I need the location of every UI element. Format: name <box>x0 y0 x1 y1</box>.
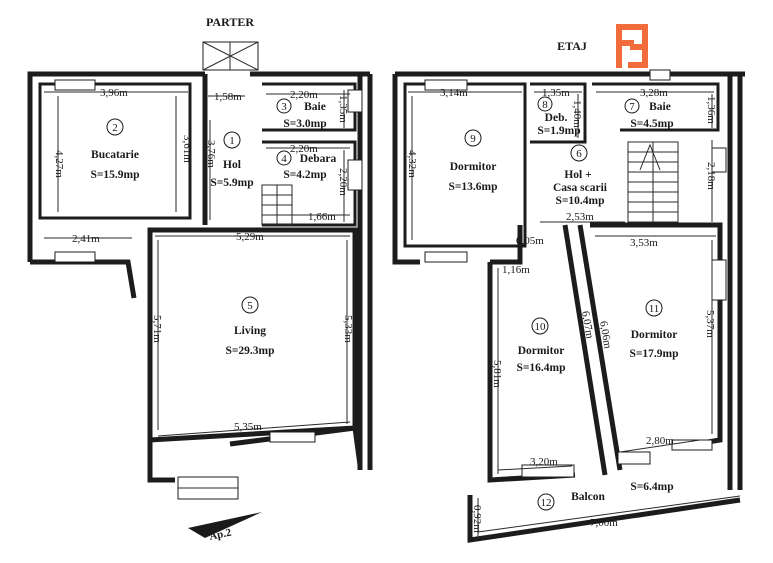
dim-bed11-height: 5,37m <box>704 310 716 338</box>
svg-text:7: 7 <box>629 101 635 113</box>
svg-text:Debara: Debara <box>300 153 337 165</box>
upper-stairs <box>627 141 679 223</box>
upper-floor-title: ETAJ <box>557 39 587 53</box>
dim-hall-width: 1,58m <box>214 91 242 103</box>
svg-text:S=16.4mp: S=16.4mp <box>516 362 565 374</box>
svg-text:9: 9 <box>470 133 476 145</box>
svg-text:Baie: Baie <box>304 101 326 113</box>
svg-text:1: 1 <box>229 135 235 147</box>
svg-text:8: 8 <box>542 99 548 111</box>
dim-storage-height: 2,20m <box>337 168 349 196</box>
upper-dimension-lines <box>408 91 741 538</box>
dim-bed11-bottom: 2,80m <box>646 435 674 447</box>
svg-text:6: 6 <box>576 148 582 160</box>
ground-windows <box>54 79 363 500</box>
dim-living-left: 5,71m <box>151 315 163 343</box>
svg-text:S=5.9mp: S=5.9mp <box>210 177 253 189</box>
svg-text:S=3.0mp: S=3.0mp <box>283 118 326 130</box>
ground-dimension-labels: 3,96m 4,27m 3,61m 2,41m 1,58m 3,76m 2,20… <box>53 87 354 433</box>
svg-text:Baie: Baie <box>649 101 671 113</box>
room-3-bath: 3 Baie S=3.0mp <box>276 98 327 130</box>
apartment-arrow: Ap.2 <box>188 512 262 543</box>
dim-balcony-height: 0,92m <box>471 505 483 533</box>
dim-balcony-width: 7,00m <box>590 517 618 529</box>
ground-stairs <box>261 184 293 226</box>
dim-deb-width: 1,35m <box>542 87 570 99</box>
upper-dimension-labels: 3,14m 4,32m 1,35m 1,40m 3,28m 1,36m 2,18… <box>406 87 717 533</box>
dim-hall-height: 3,76m <box>205 140 217 168</box>
dim-bed10-height: 5,81m <box>491 360 503 388</box>
svg-text:Dormitor: Dormitor <box>450 161 497 173</box>
dim-kitchen-height-outer: 4,27m <box>53 150 65 178</box>
room-9-bedroom: 9 Dormitor S=13.6mp <box>448 129 498 193</box>
dim-bed9-height: 4,32m <box>406 150 418 178</box>
svg-text:Hol +: Hol + <box>564 169 591 181</box>
svg-text:Balcon: Balcon <box>571 491 605 503</box>
room-4-storage: 4 Debara S=4.2mp <box>276 150 337 181</box>
company-logo <box>614 22 650 70</box>
room-8-storage: 8 Deb. S=1.9mp <box>537 96 581 137</box>
room-1-hall: 1 Hol S=5.9mp <box>210 131 254 189</box>
dim-gap: 0,05m <box>516 235 544 247</box>
dim-deb-height: 1,40m <box>571 100 583 128</box>
dim-hall6-width: 2,53m <box>566 211 594 223</box>
svg-text:Bucatarie: Bucatarie <box>91 149 139 161</box>
ground-dimension-lines <box>44 90 351 437</box>
dim-bed9-width: 3,14m <box>440 87 468 99</box>
entrance-steps <box>202 41 259 71</box>
dim-bed11-width: 3,53m <box>630 237 658 249</box>
room-10-bedroom: 10 Dormitor S=16.4mp <box>516 317 566 374</box>
ground-floor-walls <box>27 71 373 483</box>
room-2-kitchen: 2 Bucatarie S=15.9mp <box>90 118 140 181</box>
room-11-bedroom: 11 Dormitor S=17.9mp <box>629 299 679 360</box>
svg-text:S=15.9mp: S=15.9mp <box>90 169 139 181</box>
dim-kitchen-width: 3,96m <box>100 87 128 99</box>
dim-storage-width: 2,20m <box>290 143 318 155</box>
svg-text:S=4.5mp: S=4.5mp <box>630 118 673 130</box>
dim-bed10-top: 1,16m <box>502 264 530 276</box>
dim-bed10-bottom: 3,20m <box>530 456 558 468</box>
dim-bath-height: 1,35m <box>337 95 349 123</box>
svg-text:Deb.: Deb. <box>545 112 568 124</box>
room-5-living: 5 Living S=29.3mp <box>225 296 275 357</box>
room-7-bath: 7 Baie S=4.5mp <box>624 98 674 130</box>
ground-floor-title: PARTER <box>206 15 254 29</box>
svg-text:S=13.6mp: S=13.6mp <box>448 181 497 193</box>
svg-text:S=4.2mp: S=4.2mp <box>283 169 326 181</box>
svg-text:2: 2 <box>112 122 118 134</box>
dim-living-right: 5,33m <box>342 315 354 343</box>
room-12-balcony: 12 Balcon S=6.4mp <box>537 481 674 511</box>
svg-text:Casa scarii: Casa scarii <box>553 182 608 194</box>
svg-text:S=17.9mp: S=17.9mp <box>629 348 678 360</box>
svg-text:Dormitor: Dormitor <box>518 345 565 357</box>
svg-text:10: 10 <box>535 321 547 333</box>
dim-kitchen-height-inner: 3,61m <box>181 135 193 163</box>
svg-text:Living: Living <box>234 325 266 337</box>
dim-stair-height: 2,18m <box>705 162 717 190</box>
svg-text:S=6.4mp: S=6.4mp <box>630 481 673 493</box>
apartment-label: Ap.2 <box>208 526 233 542</box>
svg-text:S=1.9mp: S=1.9mp <box>537 125 580 137</box>
dim-living-bottom: 5,35m <box>234 421 262 433</box>
dim-bath-width: 2,20m <box>290 89 318 101</box>
dim-bath7-height: 1,36m <box>705 96 717 124</box>
dim-kitchen-bottom: 2,41m <box>72 233 100 245</box>
svg-text:12: 12 <box>541 497 552 509</box>
svg-text:3: 3 <box>281 101 287 113</box>
dim-bed10-diagonal: 6,07m <box>579 310 596 340</box>
room-6-hall-stair: 6 Hol + Casa scarii S=10.4mp <box>553 144 608 207</box>
dim-stair-width: 1,66m <box>308 211 336 223</box>
svg-text:Hol: Hol <box>223 159 241 171</box>
svg-text:5: 5 <box>247 300 253 312</box>
svg-text:S=10.4mp: S=10.4mp <box>555 195 604 207</box>
dim-living-top: 5,29m <box>236 231 264 243</box>
svg-text:11: 11 <box>649 303 660 315</box>
svg-text:Dormitor: Dormitor <box>631 329 678 341</box>
svg-text:4: 4 <box>281 153 287 165</box>
svg-text:S=29.3mp: S=29.3mp <box>225 345 274 357</box>
dim-bed11-diagonal: 6,06m <box>597 320 614 350</box>
dim-bath7-width: 3,28m <box>640 87 668 99</box>
